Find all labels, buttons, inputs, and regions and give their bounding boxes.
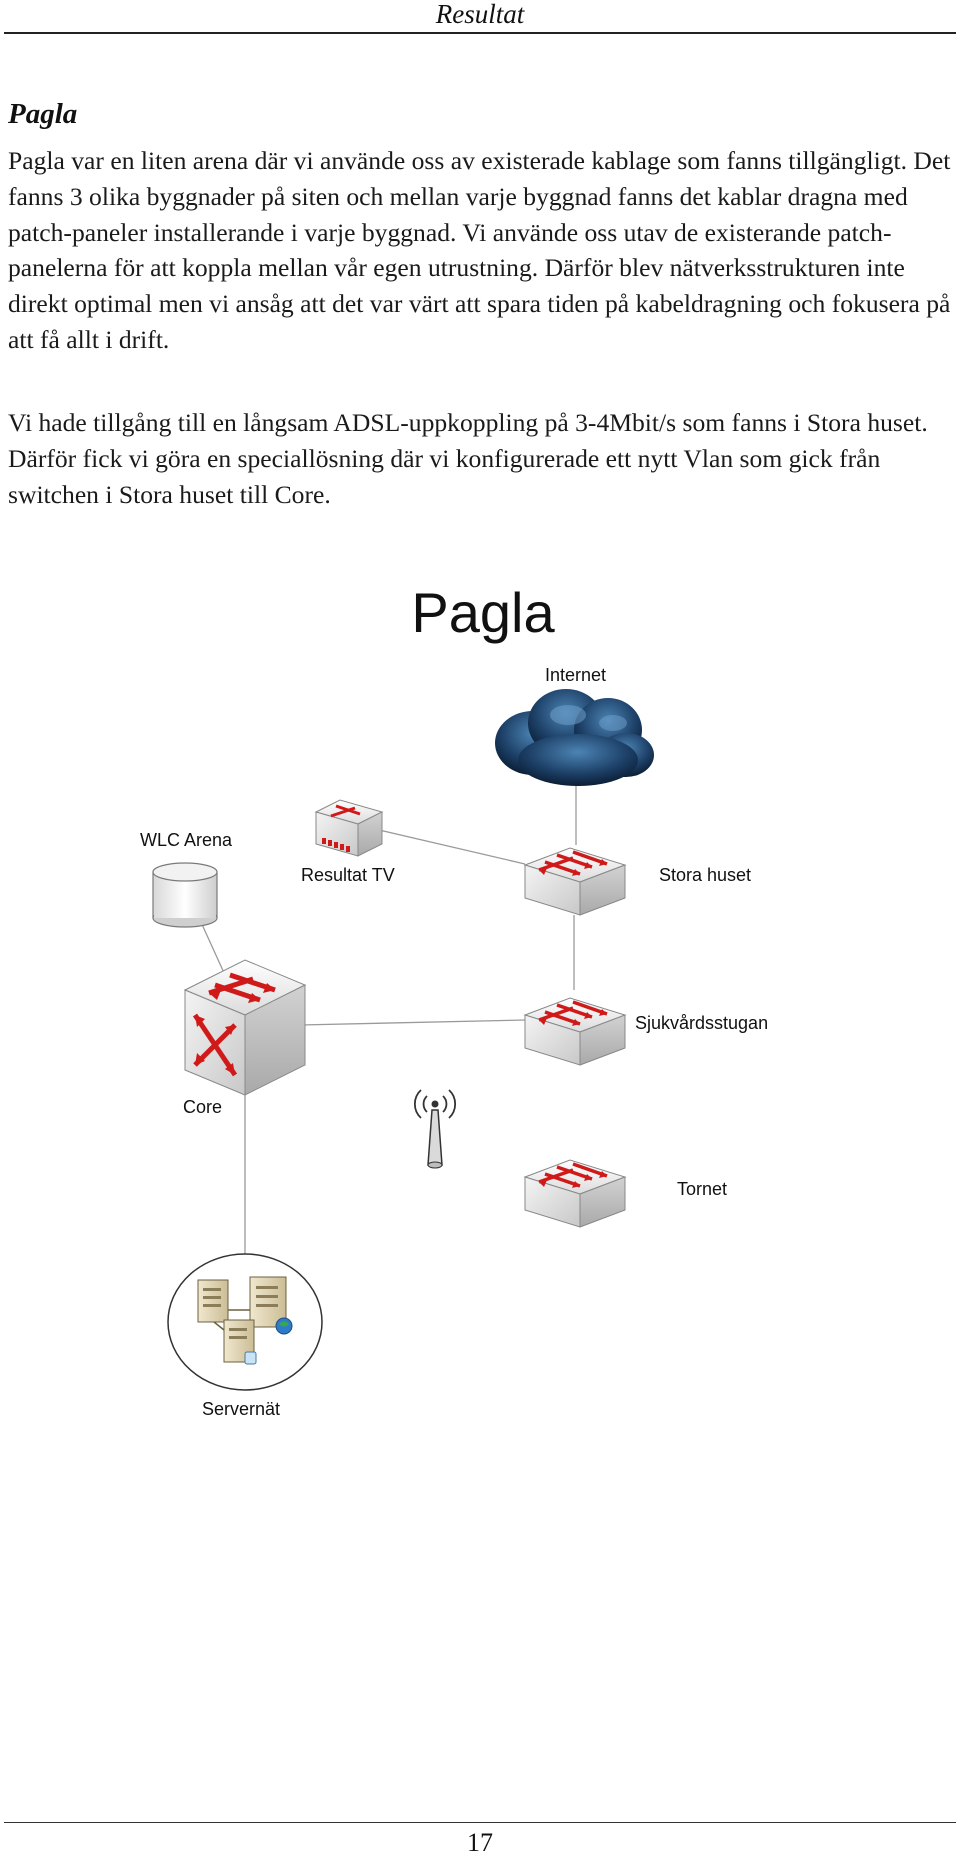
label-stora-huset: Stora huset [659,865,752,885]
header-rule [4,32,956,34]
switch-icon-tornet [523,1159,627,1228]
running-header: Resultat [435,0,525,29]
wireless-ap-icon [414,1089,456,1169]
switch-icon-stora [523,847,627,916]
diagram-title: Pagla [411,581,555,644]
page-number: 17 [467,1828,493,1857]
label-core: Core [183,1097,223,1117]
label-tornet: Tornet [677,1179,728,1199]
label-servernat: Servernät [202,1399,281,1419]
switch-icon-sjukvard [523,997,627,1066]
body-paragraph-1: Pagla var en liten arena där vi använde … [8,146,951,354]
connection-lines [199,785,577,1255]
label-internet: Internet [545,665,607,685]
link-tv-stora [361,825,526,865]
network-diagram [152,689,654,1391]
wlc-cylinder-icon [152,862,218,928]
server-2 [249,1276,293,1335]
label-wlc-arena: WLC Arena [140,830,233,850]
label-resultat-tv: Resultat TV [301,865,395,885]
server-1 [197,1279,229,1323]
body-paragraph-2: Vi hade tillgång till en långsam ADSL-up… [8,408,928,509]
core-router-icon [183,959,307,1096]
cloud-icon [495,689,654,786]
link-core-sjukvard [299,1019,526,1026]
small-switch-icon [314,799,384,857]
label-sjukvardsstugan: Sjukvårdsstugan [635,1013,769,1033]
server-group-icon [167,1253,323,1391]
link-wlc-core [199,919,226,976]
server-3 [223,1319,257,1365]
section-heading: Pagla [8,98,78,130]
footer-rule [4,1822,956,1823]
